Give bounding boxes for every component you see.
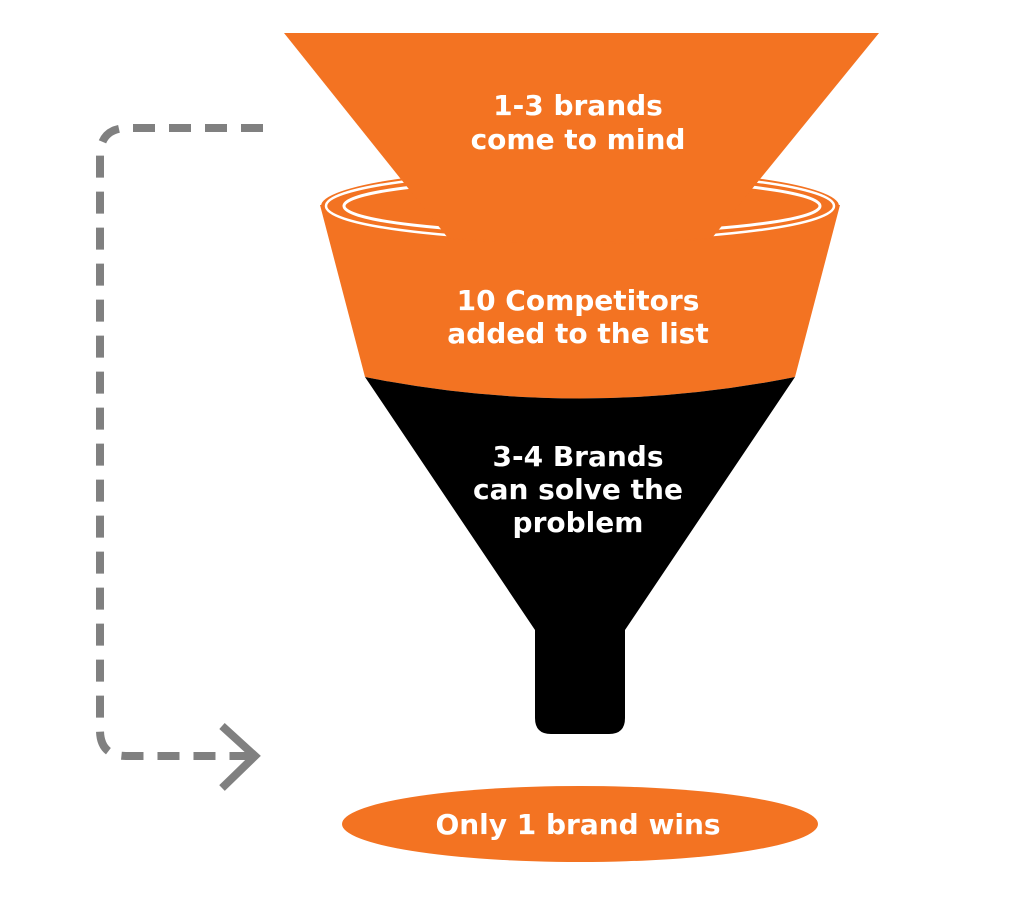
top-label-line2: come to mind bbox=[471, 123, 686, 156]
funnel-spout bbox=[535, 625, 625, 734]
feedback-arrow-head-icon bbox=[219, 723, 261, 791]
feedback-arrow-dashed-line bbox=[96, 124, 263, 760]
funnel-top-section bbox=[284, 33, 879, 242]
funnel-top-triangle bbox=[284, 33, 879, 242]
result-ellipse bbox=[342, 786, 818, 862]
bottom-label-line1: 3-4 Brands bbox=[492, 440, 663, 473]
bottom-label-line2: can solve the bbox=[473, 473, 683, 506]
funnel-middle-body bbox=[320, 205, 840, 399]
bottom-label-line3: problem bbox=[513, 506, 644, 539]
funnel-bottom-section bbox=[365, 377, 795, 734]
funnel-bottom-cone bbox=[365, 377, 795, 630]
top-label-line1: 1-3 brands bbox=[493, 89, 663, 122]
result-label: Only 1 brand wins bbox=[435, 808, 720, 841]
middle-label-line2: added to the list bbox=[447, 317, 708, 350]
middle-label-line1: 10 Competitors bbox=[457, 284, 700, 317]
feedback-arrow bbox=[96, 124, 263, 791]
